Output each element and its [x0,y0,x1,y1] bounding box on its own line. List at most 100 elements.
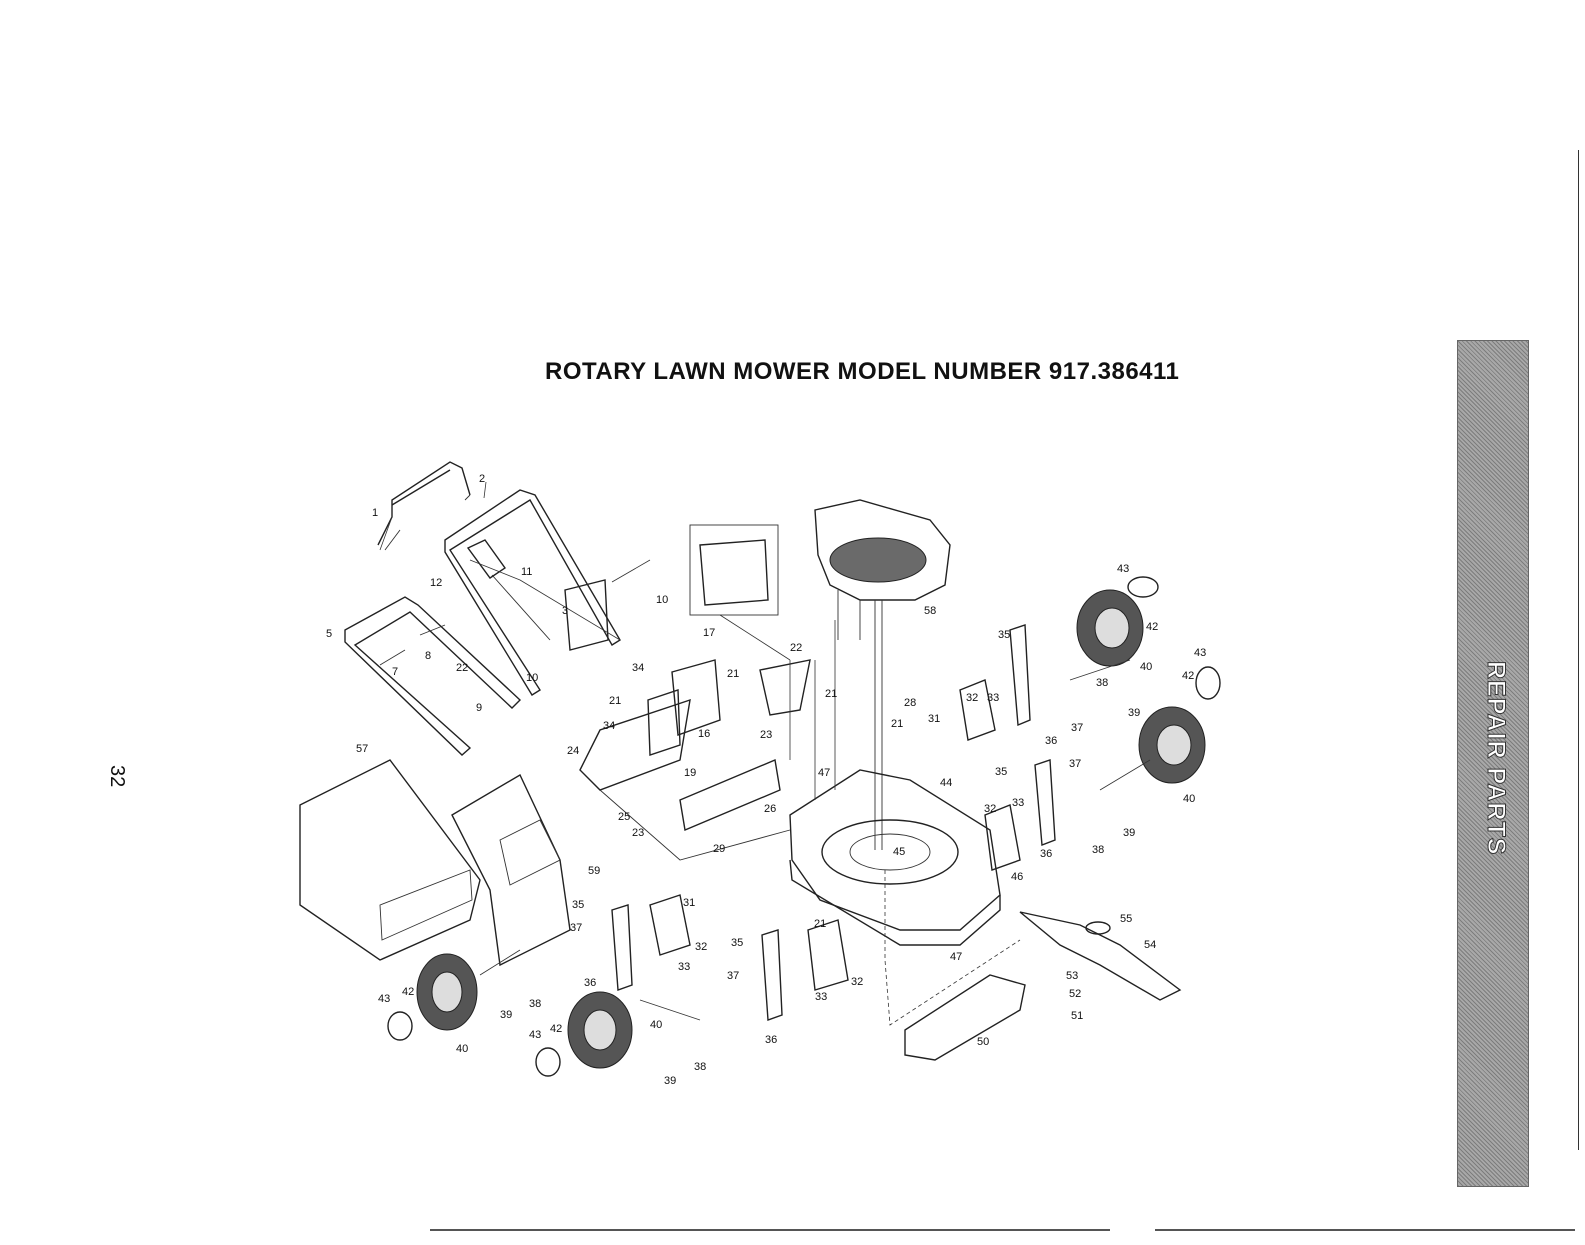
callout-22b: 22 [456,662,468,674]
callout-42b: 42 [1182,670,1194,682]
wheel-rear-right [1138,706,1206,784]
callout-36c: 36 [584,977,596,989]
callout-3: 3 [562,605,568,617]
hubcap-part-3 [387,1011,413,1041]
callout-16: 16 [698,728,710,740]
callout-39b: 39 [1123,827,1135,839]
callout-47a: 47 [818,767,830,779]
callout-42c: 42 [402,986,414,998]
chute-door-part [564,579,609,651]
callout-21e: 21 [814,918,826,930]
callout-21d: 21 [891,718,903,730]
leader-lines [379,481,1151,1026]
height-adjuster-part-2 [1034,759,1056,846]
callout-33b: 33 [1012,797,1024,809]
callout-29: 29 [713,843,725,855]
callout-35b: 35 [995,766,1007,778]
callout-50: 50 [977,1036,989,1048]
callout-38a: 38 [1096,677,1108,689]
page-edge-line [1578,150,1579,1150]
callout-47b: 47 [950,951,962,963]
wheel-front-right [1076,589,1144,667]
upper-handle-part [377,461,471,551]
bracket-assembly-box [689,524,779,616]
callout-37d: 37 [727,970,739,982]
callout-38d: 38 [694,1061,706,1073]
callout-21a: 21 [609,695,621,707]
engine-part [814,499,951,850]
callout-53: 53 [1066,970,1078,982]
callout-33c: 33 [678,961,690,973]
callout-28: 28 [904,697,916,709]
hubcap-part-4 [535,1047,561,1077]
callout-12: 12 [430,577,442,589]
callout-10a: 10 [656,594,668,606]
hubcap-part-2 [1195,666,1221,700]
callout-32b: 32 [984,803,996,815]
callout-37c: 37 [570,922,582,934]
callout-42a: 42 [1146,621,1158,633]
mower-deck-part [789,769,1001,946]
callout-7: 7 [392,666,398,678]
callout-58: 58 [924,605,936,617]
callout-43a: 43 [1117,563,1129,575]
callout-17: 17 [703,627,715,639]
callout-40b: 40 [1183,793,1195,805]
callout-22a: 22 [790,642,802,654]
control-bail-part [466,539,551,641]
callout-44: 44 [940,777,952,789]
callout-36a: 36 [1045,735,1057,747]
callout-31b: 31 [683,897,695,909]
lower-handle-part [344,596,522,756]
callout-35d: 35 [731,937,743,949]
callout-35c: 35 [572,899,584,911]
callout-33a: 33 [987,692,999,704]
callout-36d: 36 [765,1034,777,1046]
callout-11: 11 [521,566,532,578]
callout-32a: 32 [966,692,978,704]
callout-54: 54 [1144,939,1156,951]
rear-baffle-part [579,698,791,861]
callout-26: 26 [764,803,776,815]
callout-43d: 43 [529,1029,541,1041]
callout-57: 57 [356,743,368,755]
callout-31a: 31 [928,713,940,725]
callout-34a: 34 [632,662,644,674]
bottom-rule-left [430,1229,1110,1231]
axle-plate-part-2 [984,804,1021,871]
callout-52: 52 [1069,988,1081,1000]
callout-42d: 42 [550,1023,562,1035]
callout-34b: 34 [603,720,615,732]
discharge-chute-part [904,974,1026,1061]
callout-43b: 43 [1194,647,1206,659]
callout-43c: 43 [378,993,390,1005]
callout-21c: 21 [825,688,837,700]
callout-38b: 38 [1092,844,1104,856]
callout-40a: 40 [1140,661,1152,673]
section-tab: REPAIR PARTS [1457,340,1529,1187]
callout-23a: 23 [760,729,772,741]
handle-frame-part [444,489,621,696]
callout-46: 46 [1011,871,1023,883]
callout-38c: 38 [529,998,541,1010]
callout-32c: 32 [695,941,707,953]
bottom-rule-right [1155,1229,1575,1231]
rear-bracket-part [647,659,721,756]
callout-55: 55 [1120,913,1132,925]
callout-45: 45 [893,846,905,858]
callout-51: 51 [1071,1010,1083,1022]
grass-bag-part [299,759,481,961]
callout-37b: 37 [1069,758,1081,770]
callout-35a: 35 [998,629,1010,641]
callout-33d: 33 [815,991,827,1003]
hubcap-part-1 [1127,576,1159,598]
wheel-rear-left [416,953,478,1031]
callout-1: 1 [372,507,378,519]
axle-plate-part-1 [959,679,996,741]
callout-25: 25 [618,811,630,823]
callout-23b: 23 [632,827,644,839]
callout-9: 9 [476,702,482,714]
bagger-frame-part [451,774,571,967]
callout-39c: 39 [500,1009,512,1021]
